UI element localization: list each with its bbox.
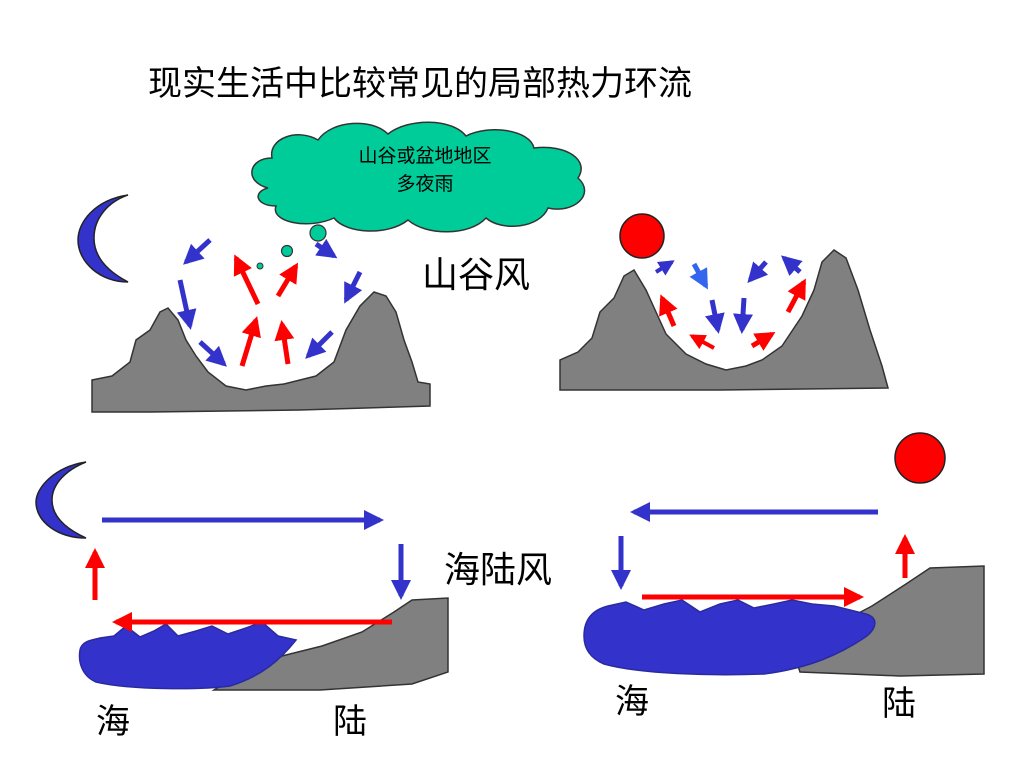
night-sea [78, 621, 298, 690]
raindrop-icon [309, 224, 327, 242]
night-land-label: 陆 [333, 702, 367, 742]
day-sea-label: 海 [615, 682, 649, 722]
night-sea-label: 海 [96, 702, 130, 742]
valley-day-arrows [654, 255, 807, 351]
day-land-label: 陆 [882, 684, 916, 724]
cloud-caption: 山谷或盆地地区 多夜雨 [258, 142, 592, 198]
sea-land-night-arrows [85, 510, 411, 632]
valley-breeze-label: 山谷风 [422, 255, 531, 296]
sun-icon [619, 213, 665, 259]
cloud-caption-line-2: 多夜雨 [396, 173, 454, 195]
valley-night-arrows [176, 238, 363, 367]
valley-day-mountain [559, 249, 889, 391]
cloud-icon [251, 121, 586, 233]
sea-land-day-arrows [611, 502, 915, 607]
raindrop-icon [256, 262, 264, 270]
page-title: 现实生活中比较常见的局部热力环流 [148, 64, 692, 104]
sea-land-breeze-label: 海陆风 [444, 550, 553, 591]
cloud-caption-line-1: 山谷或盆地地区 [358, 145, 492, 167]
sun-icon [894, 432, 946, 484]
moon-icon [35, 461, 87, 539]
moon-icon [77, 194, 129, 283]
valley-night-mountain [91, 291, 431, 413]
day-sea [583, 599, 876, 676]
raindrop-icon [280, 244, 294, 258]
